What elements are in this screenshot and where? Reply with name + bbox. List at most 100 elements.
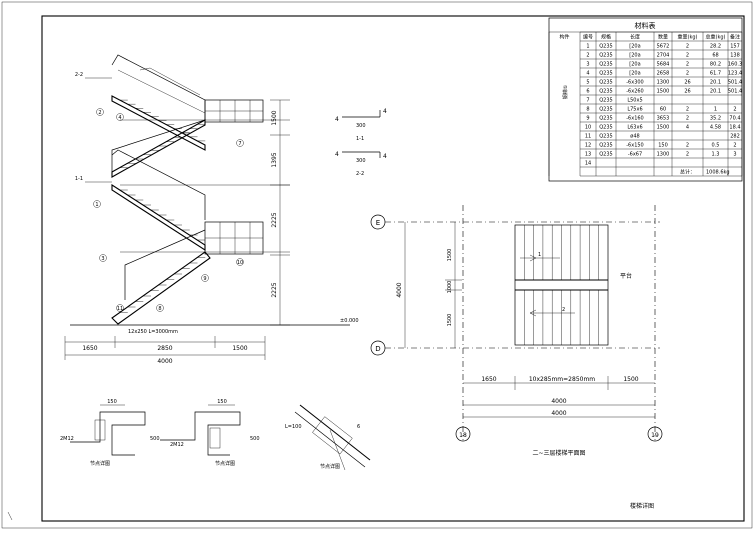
detail-3-weld: 6 [357,424,360,430]
svg-text:4: 4 [383,108,387,115]
plan-left-dim-1: 1500 [447,249,453,262]
plan-bottom-dim-2: 10x285mm=2850mm [529,376,595,383]
right-dim-2: 1395 [271,152,278,167]
material-table-header: 备注 [730,34,740,41]
material-table-cell: ø48 [630,134,639,140]
material-table-cell: 3653 [657,116,670,122]
svg-text:4: 4 [383,153,387,160]
material-table-cell: Q235 [599,143,612,149]
material-table-cell: 12 [585,143,591,149]
material-table-cell: 2 [686,71,689,77]
material-total-label: 总计： [680,169,695,176]
material-table-cell: 2 [686,152,689,158]
grid-label-e: E [376,219,380,227]
step-note: 12x250 L=3000mm [128,329,178,335]
material-table-cell: 70.4 [729,116,740,122]
material-table-cell: Q235 [599,152,612,158]
part-ref-label: 8 [158,306,161,312]
material-table-header: 总重(kg) [706,34,726,41]
material-table-cell: 20.1 [710,89,721,95]
material-table-cell: 3 [733,152,736,158]
material-table-cell: Q235 [599,62,612,68]
plan-left-dim-3: 1500 [447,314,453,327]
material-table-cell: L75x6 [627,107,642,113]
stair-elevation: ±0.000 1500 1395 2225 [64,54,359,365]
part-ref-bubble [156,304,164,312]
material-table-cell: 80.2 [710,62,721,68]
material-table-cell: 20.1 [710,80,721,86]
material-table-cell: 14 [585,161,591,167]
material-table-cell: Q235 [599,116,612,122]
detail-3-note: L=100 [285,424,302,430]
material-table-cell: 68 [712,53,718,59]
material-table-cell: 28.2 [710,44,721,50]
material-table-cell: 160.3 [728,62,742,68]
material-table-cell: 11 [585,134,591,140]
section-mark-1-label: 1-1 [356,136,364,142]
svg-text:150: 150 [217,399,227,405]
bottom-dim-1: 1650 [82,345,97,352]
part-ref-label: 11 [117,306,123,312]
material-table-cell: 10 [585,125,591,131]
material-table-cell: 13 [585,152,591,158]
grid-label-d: D [375,345,380,353]
material-table-cell: 1 [714,107,717,113]
detail-3-label: 节点详图 [320,463,340,470]
part-ref-bubble [201,274,209,282]
plan-arrow-label-1: 1 [538,252,541,258]
material-table-cell: 2 [686,107,689,113]
material-total-value: 1008.6kg [706,170,730,176]
detail-1-label: 节点详图 [90,460,110,467]
part-ref-label: 4 [118,115,121,121]
material-table-cell: 1300 [657,152,670,158]
part-ref-label: 2 [98,110,101,116]
material-table-cell: 6 [586,89,589,95]
part-ref-bubble [99,254,107,262]
material-table-cell: Q235 [599,71,612,77]
material-table-cell: Q235 [599,98,612,104]
material-table-cell: 1 [586,44,589,50]
material-table-cell: 26 [684,89,690,95]
part-ref-bubble [116,113,124,121]
grid-bubble-19 [647,426,663,442]
material-table-cell: Q235 [599,80,612,86]
material-table-cell: 0.5 [712,143,720,149]
material-table-cell: [20a [629,71,640,77]
material-table-cell: 7 [586,98,589,104]
material-table-cell: 150 [658,143,668,149]
material-table-header: 构件 [559,34,569,41]
material-table-cell: [20a [629,53,640,59]
material-table-cell: 2 [733,143,736,149]
drawing-name: 楼梯详图 [630,502,654,510]
plan-total-dim-2: 4000 [551,410,566,417]
material-table-cell: 501.4 [728,89,742,95]
material-table-cell: 60 [660,107,666,113]
plan-bottom-dim-3: 1500 [623,376,638,383]
material-table-cell: 35.2 [710,116,721,122]
section-mark-2-label: 2-2 [356,171,364,177]
material-table-cell: Q235 [599,134,612,140]
material-table-cell: 2 [686,44,689,50]
grid-bubble-18 [455,426,471,442]
material-table-cell: -6x160 [626,116,644,122]
detail-2-anchor: 2M12 [170,442,184,448]
plan-left-dim-2: 1000 [447,281,453,294]
material-table-cell: 2 [686,53,689,59]
material-table-cell: 18.4 [729,125,740,131]
part-ref-bubble [116,304,124,312]
inner-frame [41,15,745,522]
material-table-cell: 1.3 [712,152,720,158]
section-mark-2: 4 300 2-2 4 [335,151,387,177]
plan-left-total: 4000 [396,282,403,297]
detail-1: 150 2M12 500 节点详图 [60,399,160,467]
material-table-cell: 2 [733,107,736,113]
part-ref-label: 10 [237,260,243,266]
section-mark-2-weld: 4 [335,151,339,158]
material-table-cell: 2 [686,116,689,122]
part-ref-label: 1 [95,202,98,208]
material-table-cell: L50x5 [627,98,642,104]
grid-label-19: 19 [651,432,659,439]
